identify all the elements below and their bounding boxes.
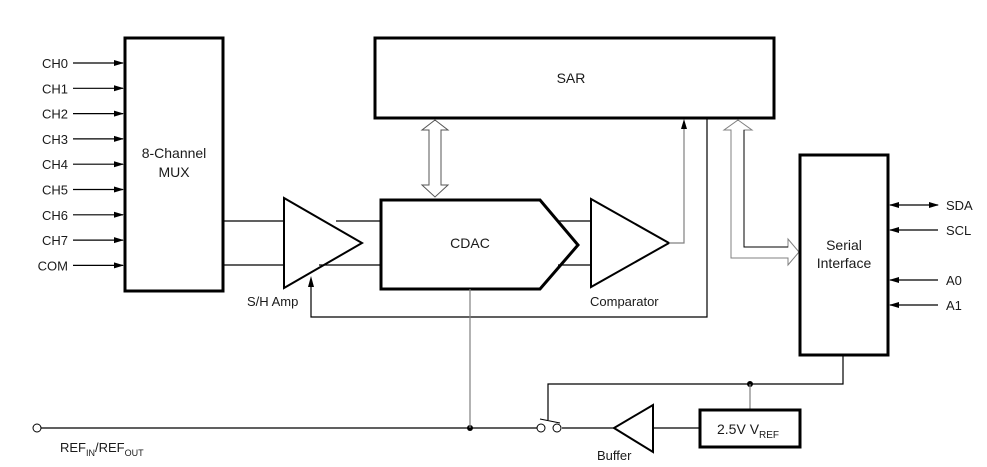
- serial-pin-label-scl: SCL: [946, 223, 971, 238]
- buffer-label: Buffer: [597, 448, 632, 463]
- sar-label: SAR: [557, 70, 586, 86]
- ref-pin-terminal: [32, 423, 42, 433]
- serial-pin-label-sda: SDA: [946, 198, 973, 213]
- sar-cdac-bus-arrow: [420, 119, 450, 198]
- sar-serial-bus-inner-line: [743, 130, 788, 248]
- comparator-label: Comparator: [590, 294, 659, 309]
- buffer-triangle: [612, 403, 654, 454]
- mux-input-label-ch2: CH2: [42, 107, 68, 122]
- cdac-block: [379, 198, 580, 291]
- sar-serial-bus-arrow: [722, 119, 800, 267]
- ref-pin-label: REFIN/REFOUT: [60, 440, 144, 458]
- sh-control-arrowhead: [308, 276, 314, 287]
- sh-amp-label: S/H Amp: [247, 294, 298, 309]
- mux-input-label-ch4: CH4: [42, 157, 68, 172]
- mux-block: [123, 36, 225, 293]
- serial-interface-label-line2: Interface: [817, 255, 872, 271]
- mux-input-label-ch1: CH1: [42, 81, 68, 96]
- mux-input-label-com: COM: [38, 258, 68, 273]
- comparator-triangle: [590, 197, 672, 289]
- mux-input-label-ch5: CH5: [42, 183, 68, 198]
- mux-input-label-ch6: CH6: [42, 208, 68, 223]
- serial-to-ref-line: [547, 355, 844, 420]
- sar-to-sh-control-line: [310, 118, 708, 318]
- switch-contact-left: [536, 423, 546, 433]
- mux-input-label-ch7: CH7: [42, 233, 68, 248]
- sh-amp-triangle: [283, 196, 365, 290]
- serial-interface-block: [798, 153, 890, 357]
- cdac-label: CDAC: [450, 235, 490, 251]
- switch-contact-right: [552, 423, 562, 433]
- sar-block: [373, 36, 776, 120]
- vref-label: 2.5V VREF: [717, 421, 779, 441]
- comparator-to-sar-line: [669, 126, 685, 244]
- mux-label-line2: MUX: [158, 164, 190, 180]
- mux-input-label-ch3: CH3: [42, 132, 68, 147]
- serial-pin-label-a1: A1: [946, 298, 962, 313]
- comparator-to-sar-arrowhead: [681, 119, 687, 129]
- switch-lever: [539, 418, 561, 424]
- mux-label-line1: 8-Channel: [142, 145, 207, 161]
- serial-interface-label-line1: Serial: [826, 237, 862, 253]
- vref-block: [698, 408, 802, 449]
- serial-pin-label-a0: A0: [946, 273, 962, 288]
- mux-input-label-ch0: CH0: [42, 56, 68, 71]
